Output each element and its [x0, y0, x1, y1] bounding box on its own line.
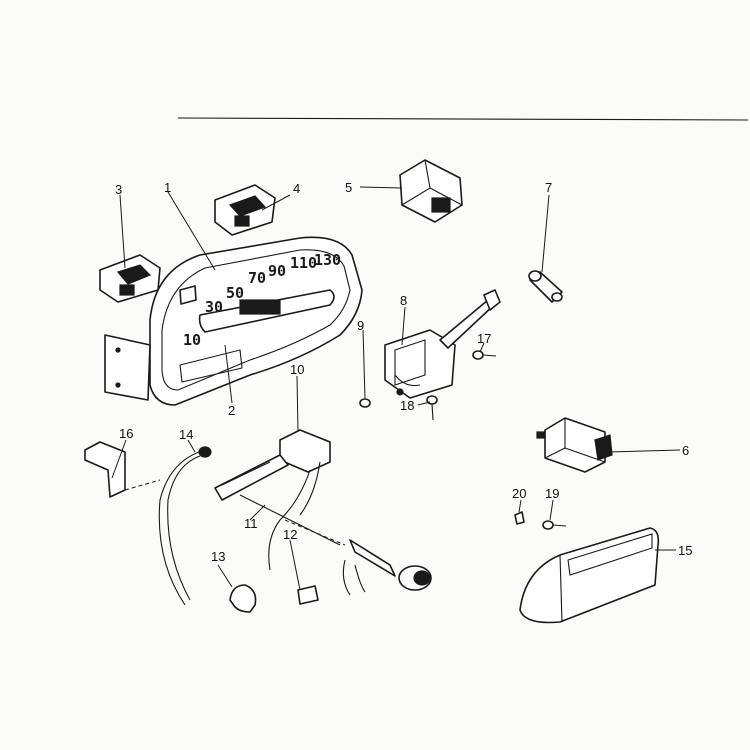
callout-4: 4 [293, 181, 300, 196]
dial-tick-110: 110 [290, 254, 317, 272]
callout-20: 20 [512, 486, 526, 501]
screw-part-18 [426, 395, 438, 421]
switch-part-4 [214, 184, 276, 236]
callout-9: 9 [357, 318, 364, 333]
callout-16: 16 [119, 426, 133, 441]
wiper-switch-part-10 [214, 429, 331, 571]
callout-10: 10 [290, 362, 304, 377]
top-rule [177, 117, 749, 121]
dial-tick-50: 50 [226, 284, 244, 302]
relay-part-5 [399, 159, 463, 223]
cable-harness-part-14 [124, 446, 212, 606]
nut-part-9 [359, 398, 371, 408]
choke-cable-part-11 [239, 494, 432, 596]
callout-8: 8 [400, 293, 407, 308]
callout-17: 17 [477, 331, 491, 346]
callout-6: 6 [682, 443, 689, 458]
callout-7: 7 [545, 180, 552, 195]
stalk-switch-part-8 [384, 289, 501, 399]
tray-part-15 [519, 527, 660, 624]
dial-tick-130: 130 [314, 251, 341, 269]
clip-part-13 [229, 584, 257, 613]
dial-tick-10: 10 [183, 331, 201, 349]
cluster-bracket [104, 334, 151, 401]
screw-part-19 [542, 520, 567, 530]
washer-part-20 [514, 511, 525, 525]
callout-5: 5 [345, 180, 352, 195]
callout-15: 15 [678, 543, 692, 558]
callout-13: 13 [211, 549, 225, 564]
instrument-cluster: 10 30 50 70 90 110 130 [104, 236, 363, 406]
callout-11: 11 [244, 516, 258, 531]
connector-part-12 [297, 585, 319, 605]
callout-12: 12 [283, 527, 297, 542]
dial-tick-30: 30 [205, 298, 223, 316]
callout-18: 18 [400, 398, 414, 413]
callout-3: 3 [115, 182, 122, 197]
odometer-window [239, 299, 281, 315]
switch-part-3 [99, 254, 161, 303]
callout-14: 14 [179, 427, 193, 442]
leader-lines [111, 186, 681, 591]
dial-tick-90: 90 [268, 262, 286, 280]
callout-labels: 1 2 3 4 5 6 7 8 9 10 11 12 13 14 15 16 1… [115, 180, 692, 564]
callout-2: 2 [228, 403, 235, 418]
bracket-part-16 [84, 441, 126, 498]
relay-part-6 [536, 417, 613, 473]
callout-19: 19 [545, 486, 559, 501]
pin-part-7 [528, 270, 563, 303]
callout-1: 1 [164, 180, 171, 195]
screw-part-17 [472, 350, 497, 360]
dial-tick-70: 70 [248, 269, 266, 287]
